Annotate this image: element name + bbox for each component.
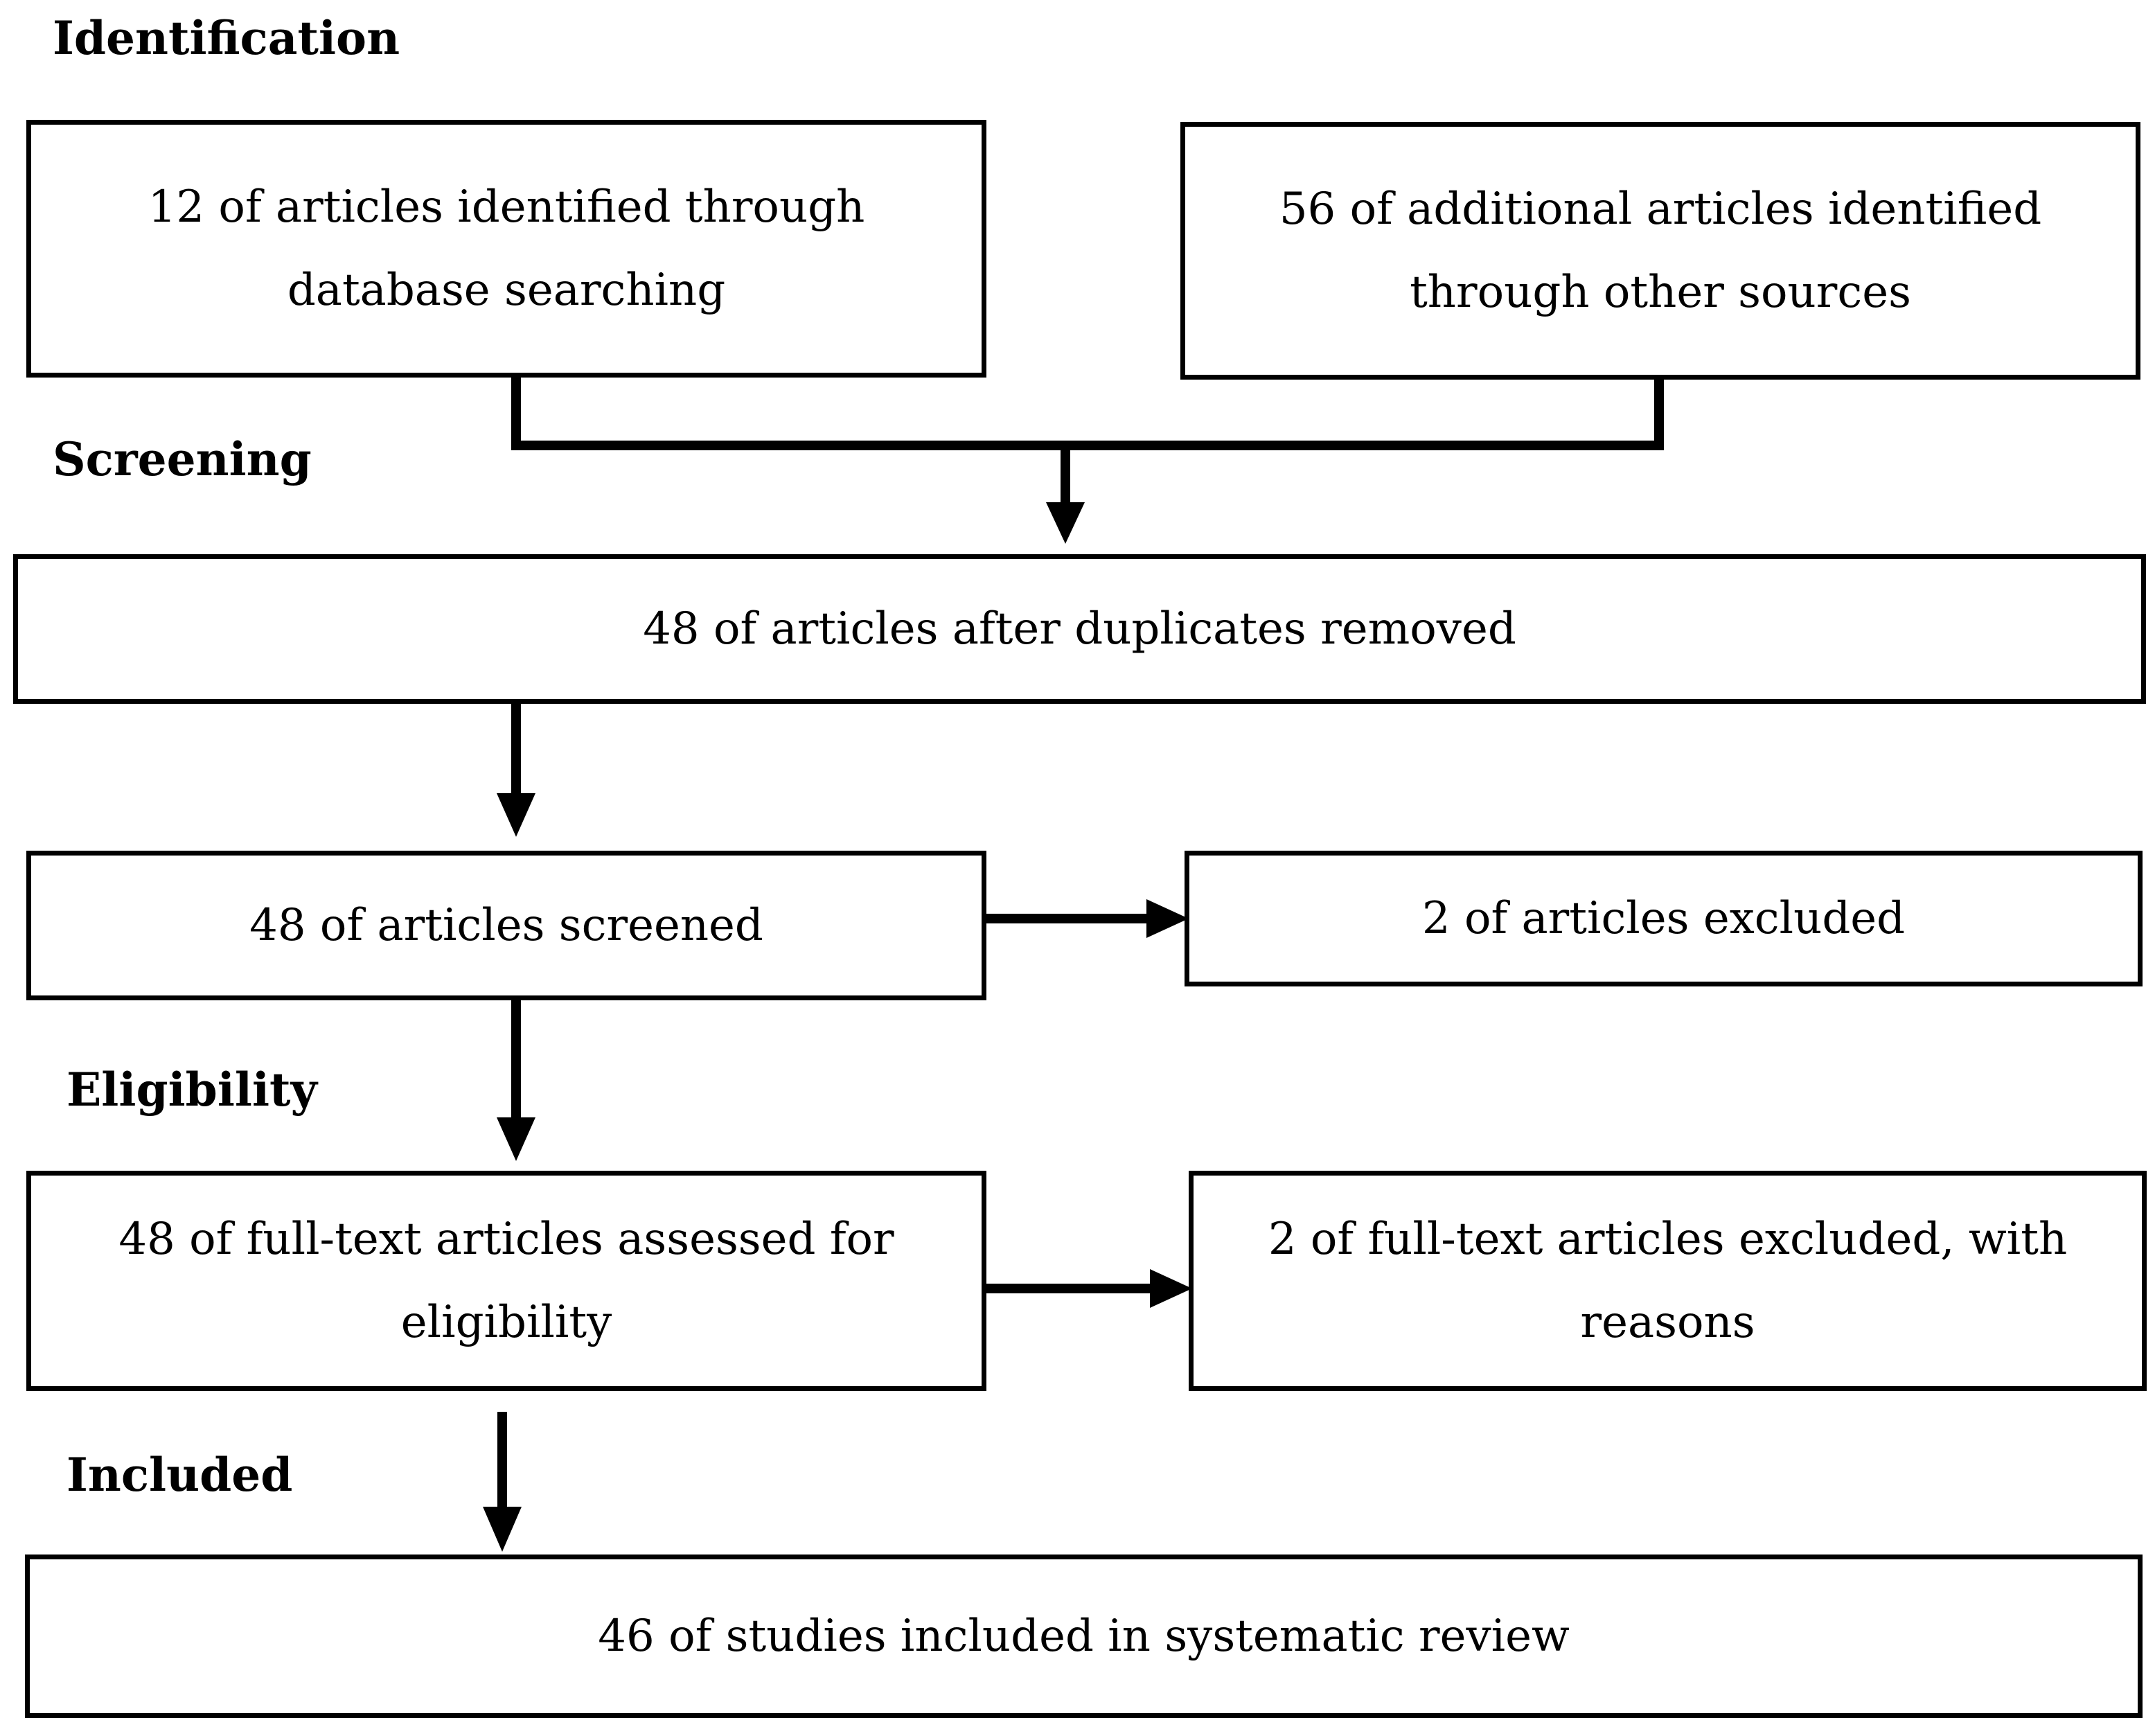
stage-label-eligibility: Eligibility [66, 1063, 317, 1117]
box-other-sources: 56 of additional articles identified thr… [1180, 122, 2140, 380]
box-after-duplicates: 48 of articles after duplicates removed [13, 554, 2146, 704]
box-other-sources-text: 56 of additional articles identified thr… [1279, 184, 2042, 318]
box-fulltext-assessed: 48 of full-text articles assessed for el… [26, 1171, 986, 1391]
arrow-head-to-duplicates [1046, 502, 1085, 544]
box-included-studies-text: 46 of studies included in systematic rev… [598, 1611, 1570, 1662]
arrow-head-to-fulltext-excluded [1150, 1269, 1192, 1308]
box-screened: 48 of articles screened [26, 851, 986, 1000]
box-included-studies: 46 of studies included in systematic rev… [25, 1555, 2143, 1718]
arrow-head-to-screened [497, 793, 535, 837]
box-fulltext-excluded: 2 of full-text articles excluded, with r… [1189, 1171, 2147, 1391]
stage-label-included: Included [66, 1448, 293, 1502]
stage-label-screening: Screening [53, 432, 312, 486]
box-fulltext-excluded-text: 2 of full-text articles excluded, with r… [1268, 1214, 2068, 1348]
merge-connector [511, 378, 1664, 450]
arrow-head-to-fulltext [497, 1117, 535, 1161]
box-screened-text: 48 of articles screened [249, 900, 763, 951]
box-excluded-text: 2 of articles excluded [1421, 893, 1906, 944]
box-database-search-text: 12 of articles identified through databa… [148, 181, 865, 316]
box-fulltext-assessed-text: 48 of full-text articles assessed for el… [118, 1214, 894, 1348]
box-excluded: 2 of articles excluded [1185, 851, 2143, 986]
stage-label-identification: Identification [53, 11, 400, 65]
arrow-head-to-excluded [1146, 899, 1189, 938]
box-database-search: 12 of articles identified through databa… [26, 120, 986, 378]
box-after-duplicates-text: 48 of articles after duplicates removed [643, 603, 1516, 655]
arrow-head-to-included [483, 1507, 522, 1552]
